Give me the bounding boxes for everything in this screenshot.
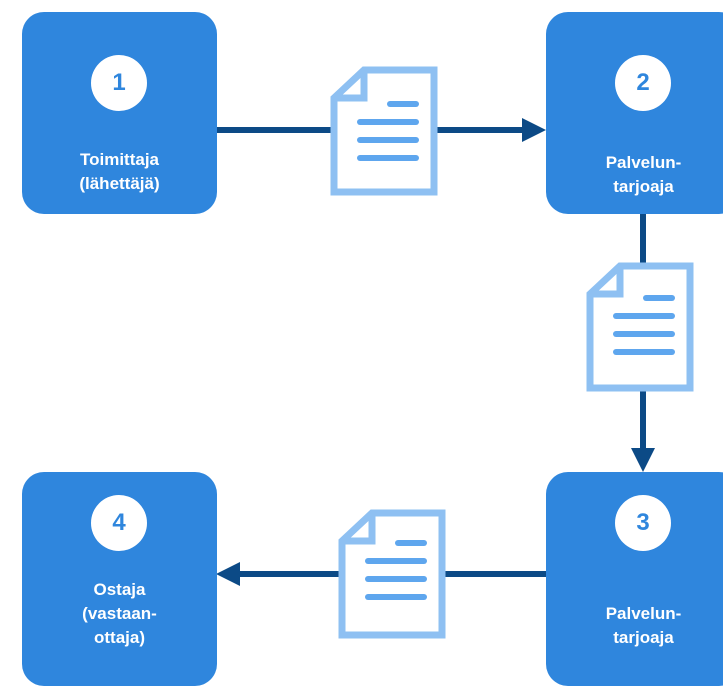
flow-connectors xyxy=(216,66,694,639)
step-number-badge: 3 xyxy=(615,495,671,551)
node-label: Palvelun- tarjoaja xyxy=(605,153,682,196)
node-provider-3: 3 Palvelun- tarjoaja xyxy=(546,472,723,686)
step-number-badge: 2 xyxy=(615,55,671,111)
node-label: Toimittaja (lähettäjä) xyxy=(79,150,160,193)
node-provider-2: 2 Palvelun- tarjoaja xyxy=(546,12,723,214)
document-icon xyxy=(586,262,694,392)
arrowhead-icon xyxy=(522,118,546,142)
node-label: Ostaja (vastaan- ottaja) xyxy=(82,580,157,647)
flow-diagram: 1 Toimittaja (lähettäjä) 2 Palvelun- tar… xyxy=(22,12,723,686)
node-buyer: 4 Ostaja (vastaan- ottaja) xyxy=(22,472,217,686)
step-number-badge: 4 xyxy=(91,495,147,551)
node-supplier: 1 Toimittaja (lähettäjä) xyxy=(22,12,217,214)
step-number-badge: 1 xyxy=(91,55,147,111)
arrowhead-icon xyxy=(216,562,240,586)
document-icon xyxy=(330,66,438,196)
node-label: Palvelun- tarjoaja xyxy=(605,604,682,647)
arrowhead-icon xyxy=(631,448,655,472)
document-icon xyxy=(338,509,446,639)
